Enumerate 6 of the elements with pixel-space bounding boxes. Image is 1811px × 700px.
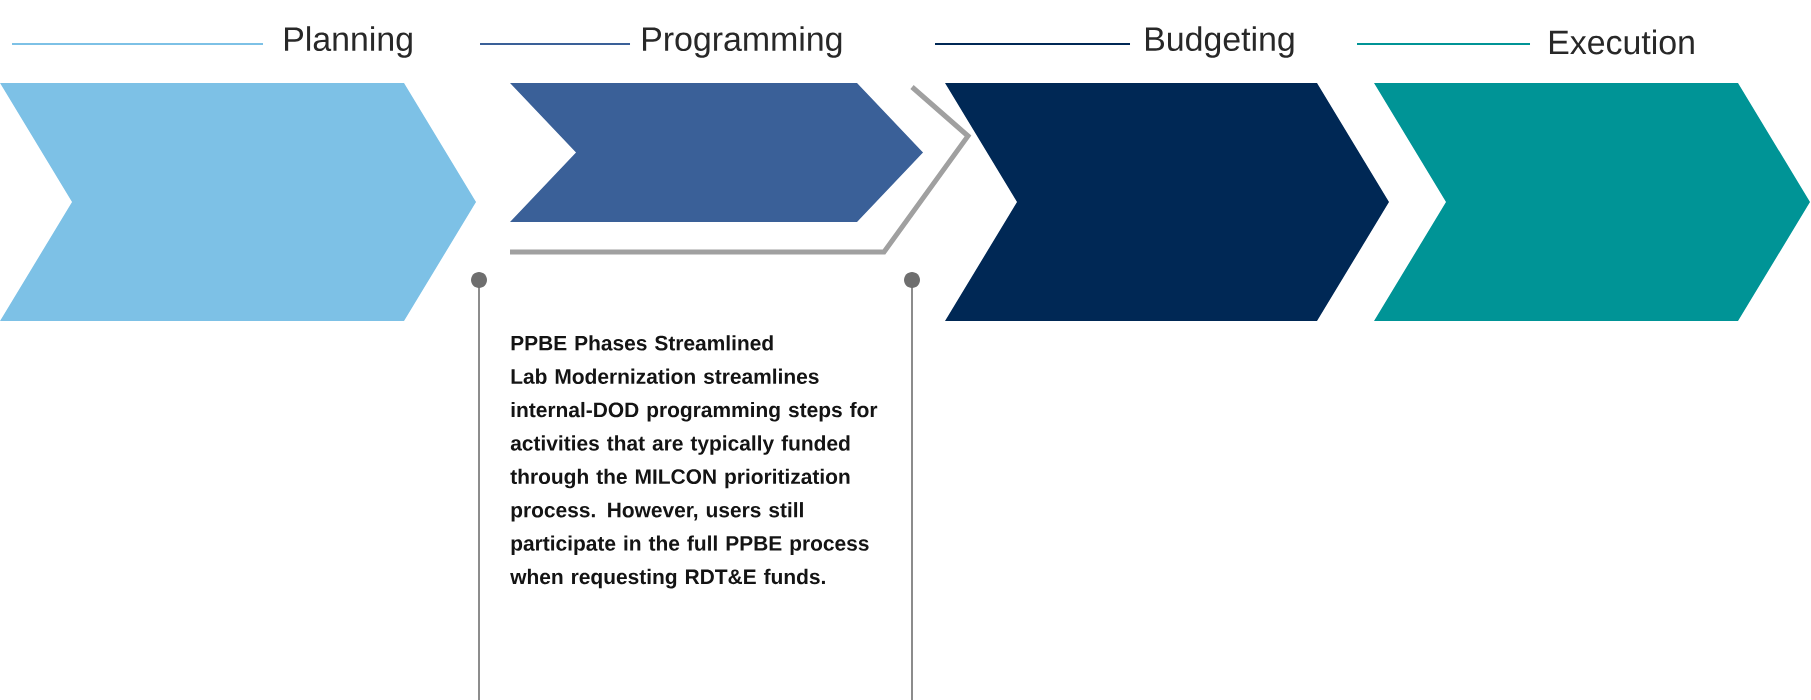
node-label: Execution bbox=[1549, 29, 1694, 55]
callout-text: Lab Modernization streamlines internal-DOD programming steps for activities that are typically funded through the MILCON prioritization process. However, users still participate in the full PPBE process when requesting RDT&E funds. bbox=[510, 368, 878, 589]
node-label: Programming bbox=[642, 26, 842, 58]
node-label: Planning bbox=[285, 26, 412, 58]
node-label: Budgeting bbox=[1145, 26, 1294, 58]
callout-heading: PPBE Phases Streamlined bbox=[511, 335, 773, 351]
